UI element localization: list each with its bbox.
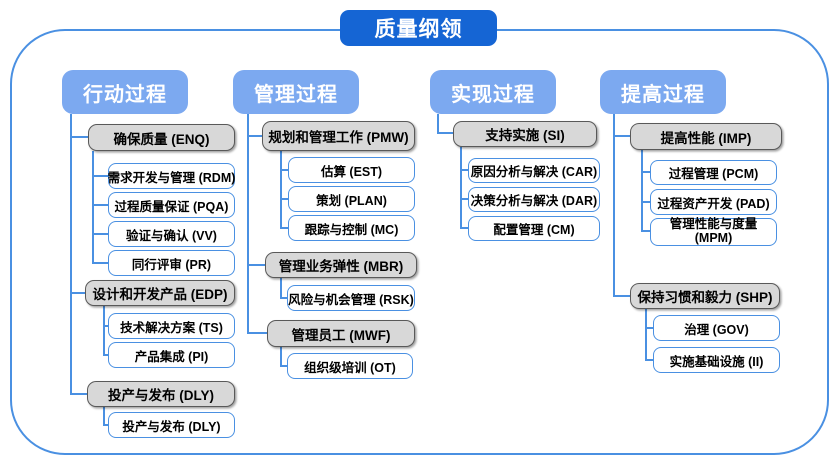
- header-realization-process: 实现过程: [430, 70, 556, 114]
- group-edp: 设计和开发产品 (EDP): [85, 280, 235, 306]
- connector-line: [460, 198, 468, 200]
- connector-line: [280, 278, 282, 299]
- connector-line: [103, 407, 105, 426]
- connector-line: [247, 264, 265, 266]
- leaf-pr: 同行评审 (PR): [108, 250, 235, 276]
- leaf-rdm: 需求开发与管理 (RDM): [108, 163, 235, 189]
- connector-line: [103, 424, 108, 426]
- leaf-ii: 实施基础设施 (II): [653, 347, 780, 373]
- leaf-cm: 配置管理 (CM): [468, 216, 600, 241]
- connector-line: [613, 135, 630, 137]
- connector-line: [645, 309, 647, 361]
- group-mbr: 管理业务弹性 (MBR): [265, 252, 417, 278]
- leaf-pad: 过程资产开发 (PAD): [650, 189, 777, 215]
- program-title: 质量纲领: [340, 10, 497, 46]
- connector-line: [247, 135, 262, 137]
- connector-line: [460, 169, 468, 171]
- leaf-gov: 治理 (GOV): [653, 315, 780, 341]
- connector-line: [437, 114, 439, 134]
- leaf-car: 原因分析与解决 (CAR): [468, 158, 600, 183]
- connector-line: [103, 325, 108, 327]
- connector-line: [437, 132, 453, 134]
- connector-line: [92, 151, 94, 264]
- connector-line: [247, 332, 267, 334]
- connector-line: [641, 150, 643, 232]
- leaf-ts: 技术解决方案 (TS): [108, 313, 235, 339]
- connector-line: [641, 230, 650, 232]
- connector-line: [247, 114, 249, 333]
- leaf-rsk: 风险与机会管理 (RSK): [287, 285, 415, 311]
- connector-line: [70, 114, 72, 394]
- header-improvement-process: 提高过程: [600, 70, 726, 114]
- leaf-dly: 投产与发布 (DLY): [108, 412, 235, 438]
- leaf-pi: 产品集成 (PI): [108, 342, 235, 368]
- group-dly: 投产与发布 (DLY): [87, 381, 235, 407]
- connector-line: [92, 233, 108, 235]
- leaf-plan: 策划 (PLAN): [288, 186, 415, 212]
- leaf-est: 估算 (EST): [288, 157, 415, 183]
- connector-line: [641, 201, 650, 203]
- group-imp: 提高性能 (IMP): [630, 123, 782, 150]
- leaf-pcm: 过程管理 (PCM): [650, 160, 777, 185]
- connector-line: [460, 147, 462, 229]
- connector-line: [280, 297, 287, 299]
- connector-line: [460, 227, 468, 229]
- connector-line: [280, 347, 282, 367]
- connector-line: [92, 175, 108, 177]
- connector-line: [280, 227, 288, 229]
- connector-line: [103, 354, 108, 356]
- connector-line: [103, 306, 105, 356]
- connector-line: [641, 171, 650, 173]
- connector-line: [613, 114, 615, 296]
- group-shp: 保持习惯和毅力 (SHP): [630, 283, 780, 309]
- connector-line: [70, 292, 85, 294]
- connector-line: [92, 262, 108, 264]
- leaf-vv: 验证与确认 (VV): [108, 221, 235, 247]
- leaf-mc: 跟踪与控制 (MC): [288, 215, 415, 241]
- connector-line: [280, 169, 288, 171]
- connector-line: [70, 393, 88, 395]
- header-action-process: 行动过程: [62, 70, 188, 114]
- group-si: 支持实施 (SI): [453, 121, 597, 147]
- leaf-pqa: 过程质量保证 (PQA): [108, 192, 235, 218]
- group-enq: 确保质量 (ENQ): [88, 124, 235, 151]
- connector-line: [92, 204, 108, 206]
- connector-line: [645, 327, 653, 329]
- connector-line: [645, 359, 653, 361]
- connector-line: [280, 365, 287, 367]
- leaf-ot: 组织级培训 (OT): [287, 353, 413, 379]
- group-pmw: 规划和管理工作 (PMW): [262, 121, 415, 151]
- connector-line: [70, 136, 88, 138]
- leaf-dar: 决策分析与解决 (DAR): [468, 187, 600, 212]
- header-management-process: 管理过程: [233, 70, 359, 114]
- connector-line: [280, 151, 282, 229]
- group-mwf: 管理员工 (MWF): [267, 320, 415, 347]
- connector-line: [280, 198, 288, 200]
- connector-line: [613, 295, 630, 297]
- leaf-mpm: 管理性能与度量 (MPM): [650, 217, 777, 246]
